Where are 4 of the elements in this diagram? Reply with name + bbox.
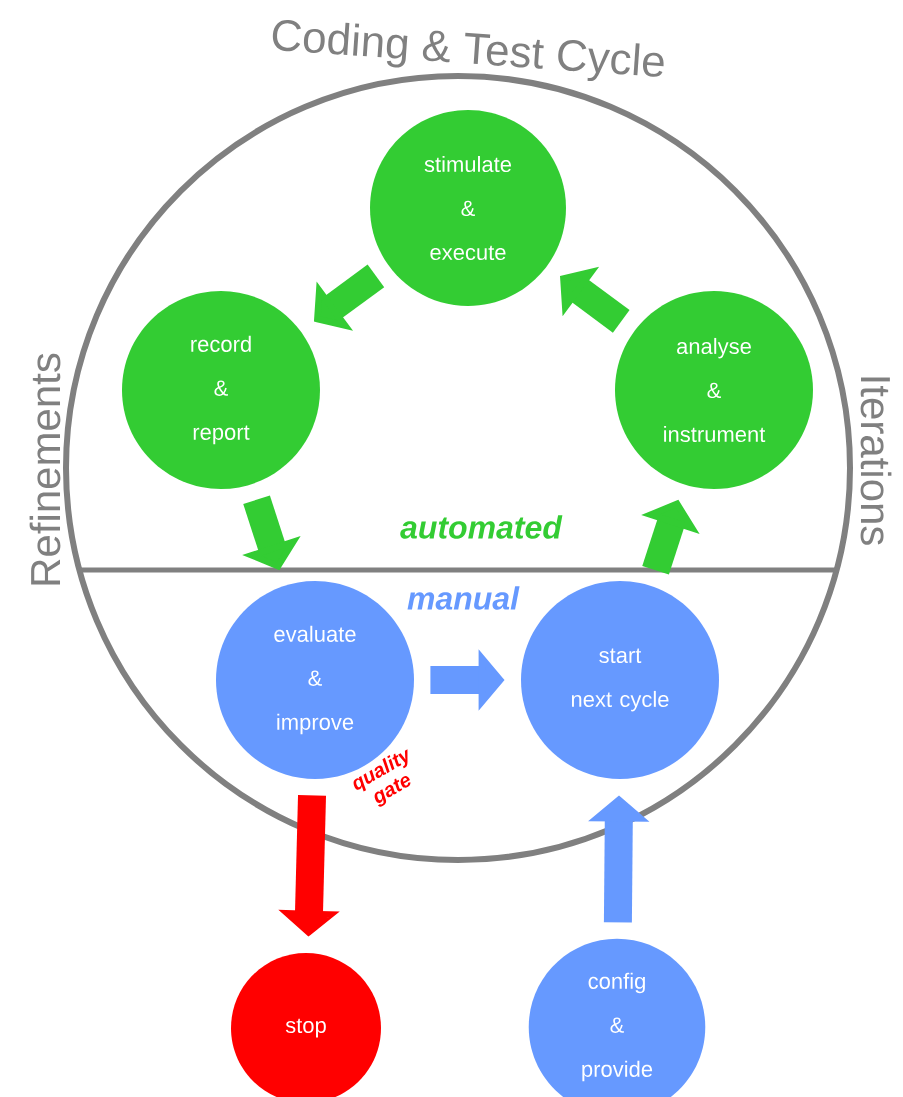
side-label: Refinements	[29, 353, 61, 585]
side-label: Iterations	[860, 377, 892, 545]
section-label: automated	[400, 515, 563, 539]
title: Coding & Test Cycle	[272, 20, 664, 82]
